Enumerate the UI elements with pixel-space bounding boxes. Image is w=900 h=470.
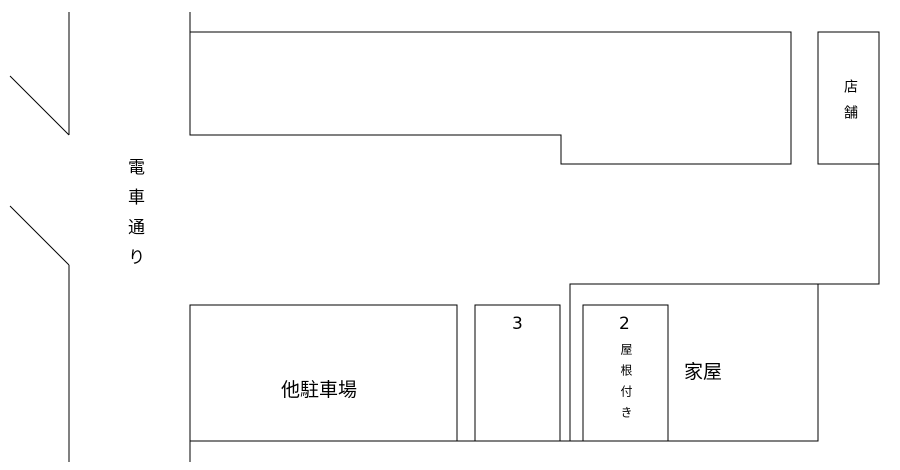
road-line-lower-diagonal <box>9 205 70 266</box>
shop-building <box>817 31 880 165</box>
parking-space-2-number: 2 <box>619 314 630 334</box>
parking-space-3-number: 3 <box>512 314 523 334</box>
street-label: 電車通り <box>124 158 144 278</box>
other-parking-area <box>189 304 458 442</box>
parking-space-3 <box>474 304 561 442</box>
road-line-upper-diagonal <box>9 75 70 136</box>
parking-space-2 <box>582 304 669 442</box>
house-label: 家屋 <box>684 361 723 383</box>
roof-covered-label: 屋根付き <box>619 343 633 427</box>
other-parking-label: 他駐車場 <box>281 379 358 401</box>
upper-building <box>189 31 792 165</box>
shop-label: 店舗 <box>842 79 858 131</box>
right-path-outline <box>569 164 880 441</box>
